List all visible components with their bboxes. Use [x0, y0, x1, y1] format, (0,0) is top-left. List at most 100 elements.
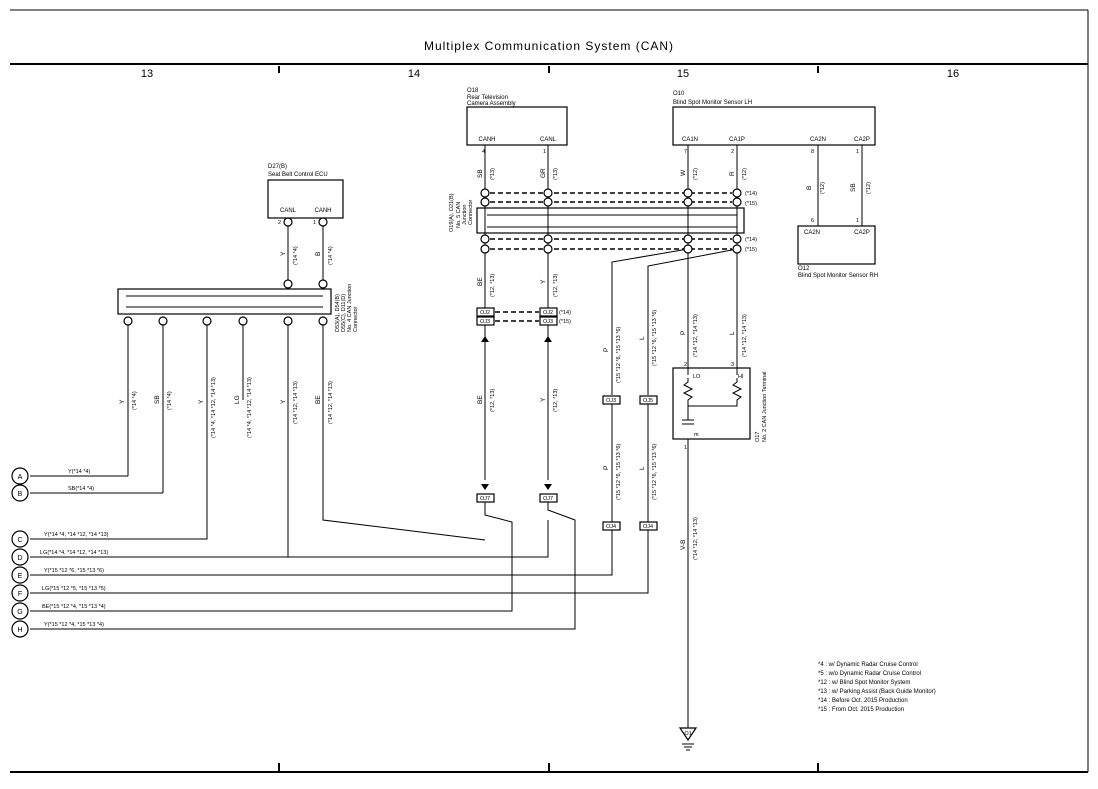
wire-color-label: SB [154, 395, 161, 404]
resistor-icon [682, 378, 694, 420]
offpage-id: H [17, 627, 22, 634]
offpage-connector[interactable] [11, 602, 29, 620]
column-number: 13 [141, 68, 153, 80]
footnote-legend: *4 : w/ Dynamic Radar Cruise Control *5 … [818, 662, 936, 713]
offpage-label: BE(*15 *12 *4, *15 *13 *4) [42, 604, 106, 610]
pin-number: 7 [684, 149, 687, 155]
wire-note: (*15 *12 *6, *15 *13 *6) [616, 444, 622, 500]
offpage-connector[interactable] [11, 584, 29, 602]
bsm-lh-component: O10 Blind Spot Monitor Sensor LH CA1N CA… [672, 91, 876, 155]
pin-label: HI [738, 374, 744, 380]
offpage-label: Y(*14 *4, *14 *12, *14 *13) [44, 532, 109, 538]
offpage-connector[interactable] [11, 620, 29, 638]
no5-can-junction-connector: O19(A), O21(B) No. 5 CAN Junction Connec… [449, 193, 745, 234]
no2-can-junction-terminal: LO HI m 2 3 1 O17 No. 2 CAN Junction Ter… [672, 360, 768, 451]
pin-label: CA2P [854, 137, 870, 143]
wire [611, 248, 689, 395]
pin-circle [318, 217, 328, 227]
wire-color-label: R [729, 171, 736, 176]
offpage-label: Y(*15 *12 *6, *15 *13 *6) [44, 568, 104, 574]
component-code: O18 [467, 88, 479, 94]
pin-number: 1 [684, 445, 687, 451]
wire-note: (*15) [745, 247, 757, 253]
offpage-label: LG(*14 *4, *14 *12, *14 *13) [40, 550, 108, 556]
wire-color-label: Y [198, 399, 205, 404]
pin-label: LO [693, 374, 701, 380]
junction-name: Connector [353, 306, 359, 332]
wire-color-label: V-B [680, 540, 687, 550]
wire-note: (*13) [553, 168, 559, 180]
connector-oj3 [539, 316, 558, 326]
wire-note: (*14 *4) [167, 391, 173, 410]
wire-note: (*15) [745, 201, 757, 207]
wire-note: (*14 *4) [328, 246, 334, 265]
pin-label: CA1N [682, 137, 698, 143]
offpage-connector[interactable] [11, 467, 29, 485]
offpage-id: D [17, 555, 22, 562]
connector-label: OJ3 [543, 319, 553, 325]
pin-number: 6 [811, 218, 814, 224]
pin-number: 1 [856, 218, 859, 224]
pin-circle [283, 217, 293, 227]
connector-label: OJ4 [606, 524, 616, 530]
wire-note: (*15 *12 *6, *15 *13 *6) [616, 327, 622, 383]
wire [30, 530, 613, 576]
component-name: Rear Television [467, 95, 508, 101]
ground-icon [678, 727, 698, 742]
component-code: O17 [755, 432, 761, 442]
pin-number: 2 [731, 149, 734, 155]
wire-note: (*15 *12 *6, *15 *13 *6) [652, 444, 658, 500]
wire-note: (*13) [490, 168, 496, 180]
component-name: Seat Belt Control ECU [268, 172, 328, 178]
offpage-label: Y(*15 *12 *4, *15 *13 *4) [44, 622, 104, 628]
column-number: 16 [947, 68, 959, 80]
wire-color-label: BE [315, 395, 322, 404]
pin-label: m [694, 432, 699, 438]
wire-note: (*14 *12, *14 *13) [293, 381, 299, 424]
arrow-icon [544, 336, 552, 342]
bsm-rh-component: CA2N CA2P 6 1 O12 Blind Spot Monitor Sen… [797, 218, 878, 279]
arrow-icon [481, 484, 489, 490]
wire-note: (*12, *13) [553, 389, 559, 412]
offpage-connector[interactable] [11, 566, 29, 584]
wire-note: (*14 *4) [293, 246, 299, 265]
wire-note: (*14 *12, *14 *13) [328, 381, 334, 424]
connector-label: OJ7 [480, 496, 490, 502]
offpage-id: F [18, 591, 22, 598]
wire-color-label: L [639, 466, 646, 470]
offpage-connector[interactable] [11, 530, 29, 548]
wire-color-label: LG [234, 395, 241, 404]
offpage-connectors: A Y(*14 *4) B SB(*14 *4) C Y(*14 *4, *14… [11, 467, 109, 638]
legend-item: *14 : Before Oct. 2015 Production [818, 698, 908, 704]
wire-color-label: L [639, 336, 646, 340]
arrow-icon [544, 484, 552, 490]
legend-item: *15 : From Oct. 2015 Production [818, 707, 904, 713]
pin-label: CA2N [804, 230, 820, 236]
pin-label: CA1P [729, 137, 745, 143]
junction-name: D55(C), D11(D) [341, 294, 347, 332]
offpage-connector[interactable] [11, 548, 29, 566]
junction-name: O19(A), O21(B) [449, 193, 455, 232]
wire [647, 248, 738, 395]
offpage-id: E [18, 573, 23, 580]
wire-color-label: BE [477, 277, 484, 286]
wire-color-label: Y [280, 251, 287, 256]
component-box [672, 106, 876, 146]
component-code: O12 [798, 266, 810, 272]
wire-note: (*12) [866, 182, 872, 194]
wire [30, 530, 649, 594]
legend-item: *12 : w/ Blind Spot Monitor System [818, 680, 910, 686]
offpage-id: B [18, 491, 23, 498]
offpage-connector[interactable] [11, 484, 29, 502]
legend-item: *4 : w/ Dynamic Radar Cruise Control [818, 662, 918, 668]
wire-note: (*14) [745, 237, 757, 243]
wire-note: (*14 *4, *14 *12, *14 *13) [211, 377, 217, 438]
junction-name: Connector [468, 199, 474, 225]
ground-label: O1 [684, 731, 691, 737]
junction-box [117, 288, 332, 315]
arrow-icon [481, 336, 489, 342]
wire-note: (*14 *4) [132, 391, 138, 410]
wire-color-label: Y [119, 399, 126, 404]
wire-color-label: L [729, 331, 736, 335]
junction-name: D53(A), D54(B) [335, 294, 341, 332]
